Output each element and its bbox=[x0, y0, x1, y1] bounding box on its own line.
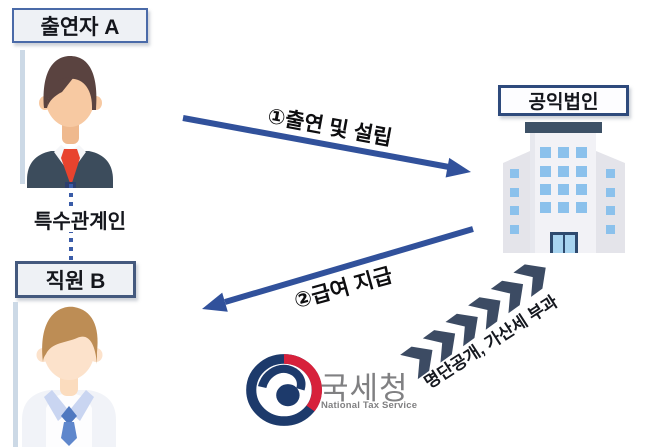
foundation-label: 공익법인 bbox=[528, 92, 599, 113]
arrow-contribution bbox=[182, 115, 471, 178]
chevron-arrows-icon bbox=[400, 264, 546, 380]
office-building-icon bbox=[503, 122, 625, 253]
nts-logo-subtitle: National Tax Service bbox=[321, 400, 418, 411]
contributor-a-label: 출연자 A bbox=[40, 15, 120, 39]
foundation-box: 공익법인 bbox=[498, 85, 629, 116]
taegeuk-logo-icon bbox=[246, 354, 322, 426]
employee-b-box: 직원 B bbox=[15, 261, 136, 298]
employee-icon bbox=[13, 302, 116, 447]
relation-label: 특수관계인 bbox=[22, 206, 138, 233]
nts-logo-title: 국세청 bbox=[320, 371, 409, 406]
employee-b-label: 직원 B bbox=[45, 269, 106, 293]
contributor-a-box: 출연자 A bbox=[12, 8, 148, 43]
relation-label-text: 특수관계인 bbox=[34, 210, 126, 233]
businessman-icon bbox=[20, 50, 113, 188]
arrow-salary bbox=[202, 226, 474, 312]
